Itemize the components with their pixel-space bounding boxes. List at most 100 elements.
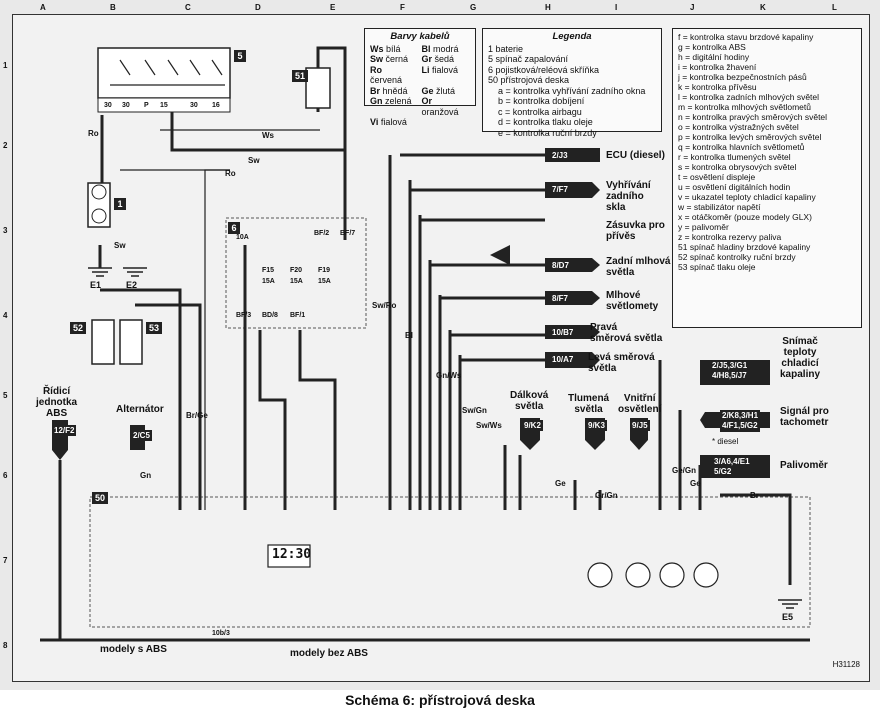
- wire-color-or: Or oranžová: [421, 96, 459, 117]
- legend-panel: Legenda 1 baterie 5 spínač zapalování 6 …: [482, 28, 662, 138]
- left-indicator-label: Levá směrová světla: [588, 352, 655, 374]
- legend-item: 5 spínač zapalování: [488, 54, 569, 64]
- grid-letter-G: G: [470, 3, 477, 12]
- component-50-label: 50: [92, 492, 108, 504]
- tacho-signal-label: Signál pro tachometr: [780, 406, 829, 428]
- grid-number-8: 8: [3, 641, 8, 650]
- grid-letter-I: I: [615, 3, 618, 12]
- legend2-item: v = ukazatel teploty chladicí kapaliny: [678, 192, 816, 202]
- legend-item: b = kontrolka dobíjení: [498, 96, 585, 106]
- diesel-note: * diesel: [712, 437, 739, 446]
- legend2-item: x = otáčkoměr (pouze modely GLX): [678, 212, 812, 222]
- grid-number-4: 4: [3, 311, 8, 320]
- rear-fog-label: Zadní mlhová světla: [606, 256, 671, 278]
- component-1-label: 1: [114, 198, 126, 210]
- wire-code: Ws: [262, 131, 274, 140]
- legend2-item: 51 spínač hladiny brzdové kapaliny: [678, 242, 811, 252]
- wire-color-li: Li fialová: [421, 64, 459, 75]
- legend2-item: k = kontrolka přívěsu: [678, 82, 757, 92]
- alternator-code: 2/C5: [131, 430, 152, 441]
- component-51-label: 51: [292, 70, 308, 82]
- grid-number-5: 5: [3, 391, 8, 400]
- legend2-item: n = kontrolka pravých směrových světel: [678, 112, 828, 122]
- legend2-item: o = kontrolka výstražných světel: [678, 122, 799, 132]
- wire-code: Ro: [88, 129, 99, 138]
- switch-pin: P: [144, 102, 149, 109]
- legend2-item: m = kontrolka mlhových světlometů: [678, 102, 811, 112]
- wire-code: Sw/Gn: [462, 406, 487, 415]
- grid-letter-L: L: [832, 3, 837, 12]
- fuel-gauge-code: 3/A6,4/E1 5/G2: [712, 456, 752, 478]
- wire-color-gr: Gr šedá: [421, 54, 455, 64]
- wire-colors-panel: Barvy kabelů Ws bílá Bl modrá Sw černá G…: [364, 28, 476, 127]
- legend-title: Legenda: [552, 31, 592, 42]
- fusebox-pin: BD/8: [262, 312, 278, 319]
- grid-letter-D: D: [255, 3, 261, 12]
- switch-pin: 30: [190, 102, 198, 109]
- ground-e1-label: E1: [90, 280, 102, 290]
- ignition-switch-outline: [97, 47, 231, 99]
- legend2-item: r = kontrolka tlumených světel: [678, 152, 791, 162]
- switch-pin: 30: [122, 102, 130, 109]
- fog-lamps-label: Mlhové světlomety: [606, 290, 659, 312]
- component-53-label: 53: [146, 322, 162, 334]
- models-with-abs-label: modely s ABS: [100, 644, 167, 655]
- high-beam-code: 9/K2: [522, 420, 543, 431]
- interior-light-code: 9/J5: [630, 420, 650, 431]
- legend-item: a = kontrolka vyhřívání zadního okna: [498, 85, 646, 96]
- fusebox-outline: [225, 217, 367, 329]
- rear-fog-code: 8/D7: [550, 260, 571, 271]
- wire-code: Sw/Ro: [372, 301, 397, 310]
- ground-e5-label: E5: [782, 612, 794, 622]
- legend2-item: 53 spínač tlaku oleje: [678, 262, 756, 272]
- wire-code: Gr/Gn: [595, 491, 618, 500]
- switch-pin: 15: [160, 102, 168, 109]
- models-without-abs-label: modely bez ABS: [290, 648, 368, 659]
- legend2-item: j = kontrolka bezpečnostních pásů: [678, 72, 807, 82]
- legend2-item: h = digitální hodiny: [678, 52, 750, 62]
- interior-light-label: Vnitřní osvětlení: [618, 393, 662, 415]
- wire-colors-title: Barvy kabelů: [390, 31, 450, 42]
- grid-letter-J: J: [690, 3, 695, 12]
- digital-clock-display: 12:30: [272, 547, 312, 562]
- legend2-item: l = kontrolka zadních mlhových světel: [678, 92, 820, 102]
- wire-color-gn: Gn zelená: [370, 96, 412, 106]
- legend2-item: s = kontrolka obrysových světel: [678, 162, 797, 172]
- switch-pin: 16: [212, 102, 220, 109]
- ecu-label: ECU (diesel): [606, 150, 665, 161]
- wire-color-bl: Bl modrá: [421, 43, 459, 54]
- legend2-item: u = osvětlení digitálních hodin: [678, 182, 791, 192]
- grid-number-2: 2: [3, 141, 8, 150]
- right-indicator-label: Pravá směrová světla: [590, 322, 663, 344]
- fusebox-pin: BF/7: [340, 230, 356, 237]
- fusebox-pin: BF/1: [290, 312, 306, 319]
- ground-e2-label: E2: [126, 280, 138, 290]
- wire-code: Br/Ge: [186, 411, 208, 420]
- wire-code: Ge: [690, 479, 701, 488]
- grid-letter-E: E: [330, 3, 336, 12]
- legend2-item: z = kontrolka rezervy paliva: [678, 232, 782, 242]
- wiring-diagram: A B C D E F G H I J K L 1 2 3 4 5 6 7 8 …: [0, 0, 880, 690]
- grid-letter-F: F: [400, 3, 405, 12]
- grid-letter-C: C: [185, 3, 191, 12]
- wire-color-vi: Vi fialová: [370, 117, 407, 127]
- dipped-beam-label: Tlumená světla: [568, 393, 610, 415]
- grid-letter-K: K: [760, 3, 766, 12]
- wire-color-br: Br hnědá: [370, 85, 408, 96]
- coolant-sensor-label: Snímač teploty chladicí kapaliny: [780, 336, 821, 380]
- fusebox-pin: BF/2: [314, 230, 330, 237]
- legend2-item: p = kontrolka levých směrových světel: [678, 132, 822, 142]
- fusebox-pin: 10A: [236, 234, 249, 241]
- battery-outline: [87, 182, 111, 228]
- wire-code: Sw: [248, 156, 260, 165]
- wire-code: Sw: [114, 241, 126, 250]
- legend-continued-panel: f = kontrolka stavu brzdové kapaliny g =…: [672, 28, 862, 328]
- trailer-socket-label: Zásuvka pro přívěs: [606, 220, 665, 242]
- wire-code: Bl: [405, 331, 413, 340]
- component-5-label: 5: [234, 50, 246, 62]
- legend2-item: g = kontrolka ABS: [678, 42, 746, 52]
- wire-code: Ro: [225, 169, 236, 178]
- wire-code: Ge/Gn: [672, 466, 697, 475]
